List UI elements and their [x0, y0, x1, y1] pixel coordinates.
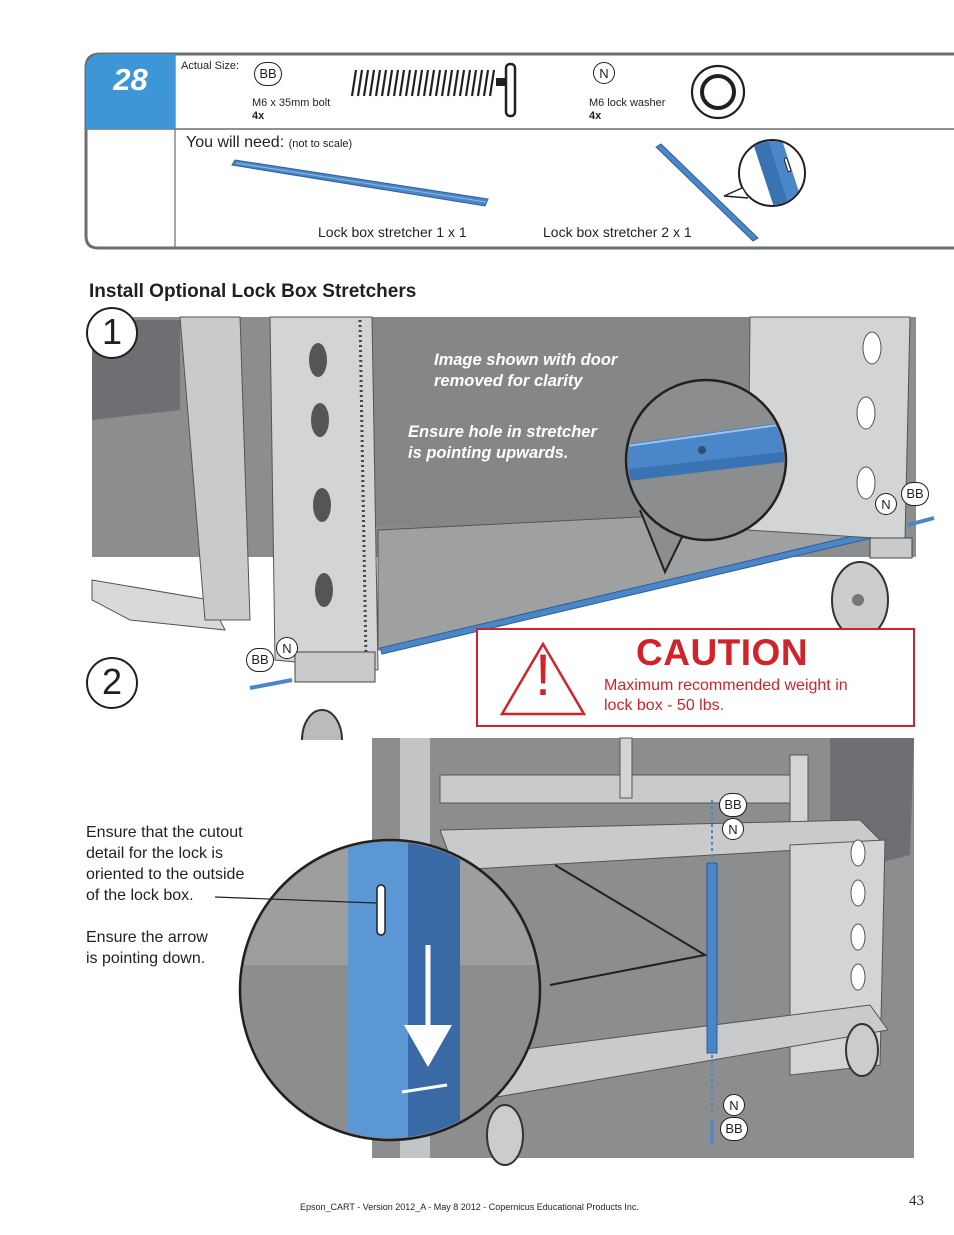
callout-n-bottom: N — [723, 1094, 745, 1116]
need-stretcher-1-label: Lock box stretcher 1 x 1 — [318, 224, 467, 240]
callout-bb-left: BB — [246, 648, 274, 672]
need-stretcher-2-label: Lock box stretcher 2 x 1 — [543, 224, 692, 240]
callout-bb-top: BB — [719, 793, 747, 817]
part-qty-washer: 4x — [589, 110, 602, 122]
you-will-need-label: You will need: (not to scale) — [186, 134, 353, 151]
section-title: Install Optional Lock Box Stretchers — [89, 281, 417, 302]
callout-bb-right: BB — [901, 482, 929, 506]
bolt-illustration — [350, 62, 517, 118]
caution-symbol: ! — [534, 643, 552, 708]
callout-n-top: N — [722, 818, 744, 840]
illustration-step-1 — [91, 316, 935, 740]
step-badge — [86, 54, 175, 129]
part-code-bb: BB — [254, 62, 282, 86]
footer-text: Epson_CART - Version 2012_A - May 8 2012… — [300, 1202, 639, 1212]
callout-n-left: N — [276, 637, 298, 659]
part-code-n: N — [593, 62, 615, 84]
part-name-bolt: M6 x 35mm bolt — [252, 97, 331, 109]
warning-triangle-icon — [499, 641, 587, 716]
actual-size-label: Actual Size: — [181, 60, 240, 72]
part-name-washer: M6 lock washer — [589, 97, 666, 109]
page-number: 43 — [909, 1193, 924, 1209]
stretcher-1-illustration — [231, 159, 489, 207]
callout-bb-bottom: BB — [720, 1117, 748, 1141]
washer-illustration — [690, 64, 746, 120]
step-header-frame — [84, 52, 954, 250]
stretcher-2-illustration — [655, 139, 806, 242]
sub-step-2: 2 — [86, 657, 138, 709]
caution-title: CAUTION — [636, 632, 809, 673]
illustration-step-2 — [214, 737, 914, 1166]
sub-step-1: 1 — [86, 307, 138, 359]
step-number: 28 — [113, 62, 148, 97]
callout-n-right: N — [875, 493, 897, 515]
part-qty-bolt: 4x — [252, 110, 265, 122]
